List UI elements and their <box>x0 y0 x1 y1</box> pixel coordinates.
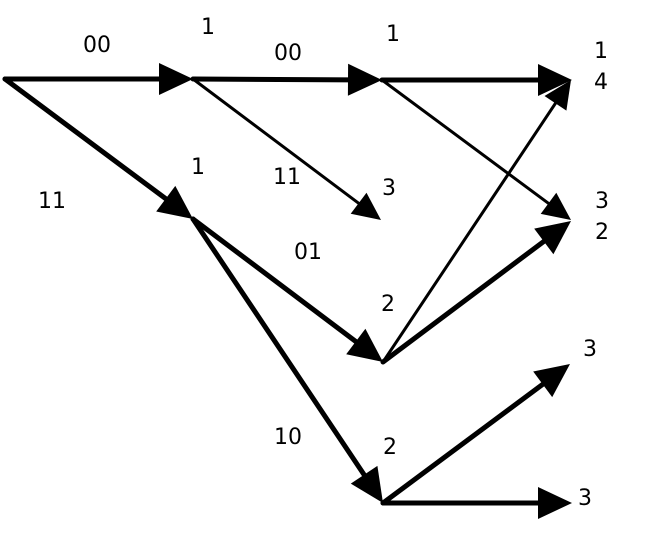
edge-top1-to-top2 <box>190 76 353 83</box>
arrowhead-mid2-to-end-mid <box>534 221 571 255</box>
metric-end-low-upper: 3 <box>583 337 597 362</box>
arrowhead-top1-to-top2 <box>347 63 382 96</box>
metric-low2: 2 <box>383 435 397 460</box>
edge-label-top1-to-top2: 00 <box>274 41 302 66</box>
metric-mid2: 2 <box>381 292 395 317</box>
edge-mid1-to-low2 <box>190 216 368 479</box>
metric-mid1: 1 <box>191 155 205 180</box>
metric-end-top-lower: 4 <box>594 70 608 95</box>
edge-mid1-to-mid2 <box>190 216 360 346</box>
arrowhead-top2-to-end-top <box>538 64 572 96</box>
metric-top2: 1 <box>386 22 400 47</box>
edge-top1-to-branch <box>191 77 362 206</box>
arrowhead-low2-to-end-upper <box>533 364 570 398</box>
arrowhead-mid1-to-low2 <box>350 465 383 503</box>
arrowhead-start-to-top1 <box>159 63 193 95</box>
edge-label-start-to-mid1: 11 <box>38 189 66 214</box>
edge-label-mid1-to-mid2: 01 <box>294 240 322 265</box>
edge-low2-to-end-upper <box>380 380 547 506</box>
metric-branch: 3 <box>382 176 396 201</box>
edge-mid2-to-end-top <box>381 100 559 364</box>
arrowhead-top2-to-end-mid <box>540 192 571 220</box>
arrowhead-low2-to-end-low <box>538 487 572 519</box>
edge-mid2-to-end-mid <box>380 237 548 365</box>
edge-label-top1-to-branch: 11 <box>273 165 301 190</box>
metric-end-top-upper: 1 <box>594 39 608 64</box>
edge-start-to-mid1 <box>2 76 170 203</box>
metric-end-mid-upper: 3 <box>595 189 609 214</box>
edge-label-mid1-to-low2: 10 <box>274 425 302 450</box>
metric-end-mid-lower: 2 <box>595 220 609 245</box>
metric-top1: 1 <box>201 15 215 40</box>
edge-top2-to-end-mid <box>380 78 552 207</box>
arrowhead-start-to-mid1 <box>156 185 193 219</box>
edge-label-start-to-top1: 00 <box>83 33 111 58</box>
arrowhead-top1-to-branch <box>350 192 381 220</box>
arrowhead-mid1-to-mid2 <box>346 328 383 362</box>
metric-end-low-lower: 3 <box>578 486 592 511</box>
arrowhead-mid2-to-end-top <box>544 80 571 111</box>
